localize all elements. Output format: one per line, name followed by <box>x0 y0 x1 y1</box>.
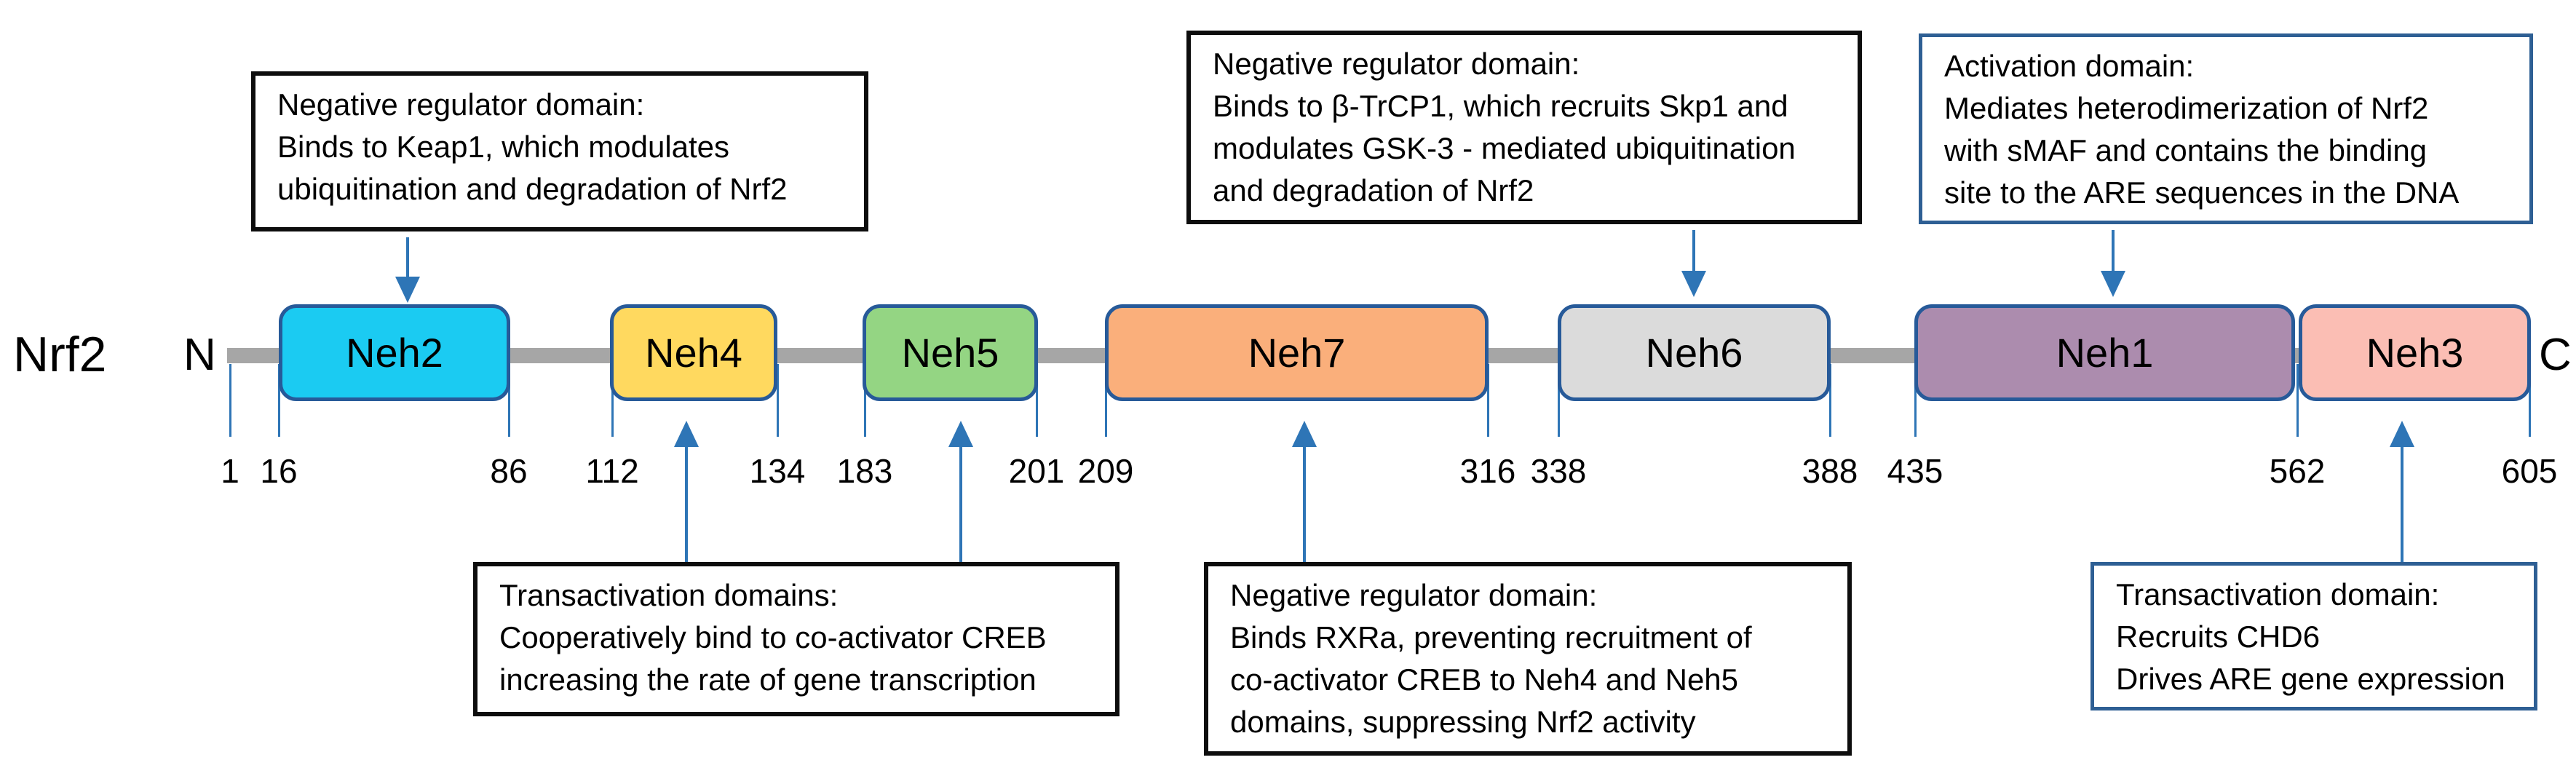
domain-label-neh3: Neh3 <box>2366 330 2464 376</box>
domain-neh5: Neh5 <box>863 304 1038 401</box>
arrow-head-to-neh6 <box>1681 271 1706 297</box>
annotation-box-neh4-neh5-note: Transactivation domains: Cooperatively bi… <box>473 562 1119 716</box>
domain-neh2: Neh2 <box>279 304 510 401</box>
residue-tick-201 <box>1036 364 1038 437</box>
annotation-line-neh7-note-2: co-activator CREB to Neh4 and Neh5 <box>1230 662 1739 697</box>
annotation-box-neh1-note: Activation domain: Mediates heterodimeriz… <box>1919 33 2533 224</box>
residue-tick-562 <box>2296 364 2299 437</box>
annotation-line-neh4-neh5-note-0: Transactivation domains: <box>499 578 839 612</box>
residue-tick-388 <box>1829 364 1831 437</box>
arrow-head-to-neh4 <box>674 421 699 447</box>
residue-tick-209 <box>1105 364 1107 437</box>
annotation-line-neh1-note-0: Activation domain: <box>1944 49 2195 83</box>
arrow-head-to-neh1 <box>2101 271 2125 297</box>
residue-tick-338 <box>1558 364 1560 437</box>
residue-tick-16 <box>278 364 280 437</box>
domain-label-neh5: Neh5 <box>901 330 999 376</box>
arrow-head-to-neh5 <box>948 421 973 447</box>
domain-neh4: Neh4 <box>610 304 777 401</box>
residue-number-183: 183 <box>836 452 893 490</box>
residue-number-112: 112 <box>585 452 639 490</box>
residue-number-338: 338 <box>1530 452 1587 490</box>
domain-neh3: Neh3 <box>2299 304 2531 401</box>
residue-tick-605 <box>2529 364 2531 437</box>
residue-number-605: 605 <box>2501 452 2558 490</box>
annotation-line-neh2-note-0: Negative regulator domain: <box>277 87 645 122</box>
annotation-line-neh2-note-1: Binds to Keap1, which modulates <box>277 130 730 164</box>
annotation-line-neh7-note-1: Binds RXRa, preventing recruitment of <box>1230 620 1752 654</box>
arrow-head-to-neh2 <box>395 277 420 303</box>
domain-neh1: Neh1 <box>1914 304 2295 401</box>
annotation-line-neh4-neh5-note-1: Cooperatively bind to co-activator CREB <box>499 620 1047 654</box>
arrow-shaft-to-neh2 <box>406 237 409 277</box>
domain-label-neh7: Neh7 <box>1248 330 1346 376</box>
domain-neh6: Neh6 <box>1558 304 1831 401</box>
annotation-line-neh6-note-1: Binds to β-TrCP1, which recruits Skp1 an… <box>1213 89 1788 123</box>
n-terminus-label: N <box>183 330 216 380</box>
annotation-line-neh7-note-3: domains, suppressing Nrf2 activity <box>1230 705 1696 739</box>
annotation-box-neh6-note: Negative regulator domain: Binds to β-TrC… <box>1186 31 1862 224</box>
arrow-shaft-to-neh5 <box>959 447 962 562</box>
annotation-box-neh7-note: Negative regulator domain: Binds RXRa, pr… <box>1204 562 1852 756</box>
domain-label-neh1: Neh1 <box>2056 330 2154 376</box>
residue-tick-112 <box>611 364 614 437</box>
residue-tick-86 <box>508 364 510 437</box>
annotation-line-neh3-note-0: Transactivation domain: <box>2116 577 2440 611</box>
arrow-shaft-to-neh3 <box>2401 447 2403 562</box>
annotation-line-neh3-note-1: Recruits CHD6 <box>2116 619 2321 654</box>
residue-tick-183 <box>864 364 866 437</box>
residue-number-316: 316 <box>1459 452 1516 490</box>
residue-number-209: 209 <box>1077 452 1134 490</box>
residue-tick-316 <box>1487 364 1489 437</box>
annotation-line-neh3-note-2: Drives ARE gene expression <box>2116 662 2505 696</box>
residue-number-388: 388 <box>1802 452 1858 490</box>
protein-name-label: Nrf2 <box>13 327 107 382</box>
arrow-head-to-neh7 <box>1292 421 1317 447</box>
residue-number-16: 16 <box>260 452 298 490</box>
annotation-box-neh2-note: Negative regulator domain: Binds to Keap1… <box>251 71 868 231</box>
annotation-line-neh1-note-1: Mediates heterodimerization of Nrf2 <box>1944 91 2429 125</box>
residue-number-86: 86 <box>490 452 528 490</box>
arrow-shaft-to-neh1 <box>2112 230 2115 271</box>
arrow-shaft-to-neh7 <box>1303 447 1306 562</box>
annotation-line-neh6-note-3: and degradation of Nrf2 <box>1213 173 1534 207</box>
annotation-line-neh2-note-2: ubiquitination and degradation of Nrf2 <box>277 172 788 206</box>
arrow-head-to-neh3 <box>2390 421 2414 447</box>
domain-label-neh2: Neh2 <box>346 330 443 376</box>
annotation-line-neh1-note-2: with sMAF and contains the binding <box>1944 133 2428 167</box>
residue-tick-435 <box>1914 364 1917 437</box>
arrow-shaft-to-neh6 <box>1692 230 1695 271</box>
annotation-line-neh4-neh5-note-2: increasing the rate of gene transcriptio… <box>499 662 1037 697</box>
domain-label-neh6: Neh6 <box>1645 330 1743 376</box>
arrow-shaft-to-neh4 <box>685 447 688 562</box>
c-terminus-label: C <box>2539 330 2572 380</box>
residue-number-134: 134 <box>749 452 806 490</box>
annotation-line-neh1-note-3: site to the ARE sequences in the DNA <box>1944 175 2460 210</box>
annotation-line-neh7-note-0: Negative regulator domain: <box>1230 578 1598 612</box>
residue-number-562: 562 <box>2269 452 2326 490</box>
residue-number-201: 201 <box>1008 452 1065 490</box>
domain-label-neh4: Neh4 <box>645 330 742 376</box>
residue-number-435: 435 <box>1887 452 1943 490</box>
annotation-line-neh6-note-0: Negative regulator domain: <box>1213 47 1580 81</box>
domain-neh7: Neh7 <box>1105 304 1489 401</box>
residue-number-1: 1 <box>221 452 239 490</box>
residue-tick-134 <box>777 364 779 437</box>
residue-tick-1 <box>229 364 231 437</box>
annotation-line-neh6-note-2: modulates GSK-3 - mediated ubiquitinatio… <box>1213 131 1796 165</box>
